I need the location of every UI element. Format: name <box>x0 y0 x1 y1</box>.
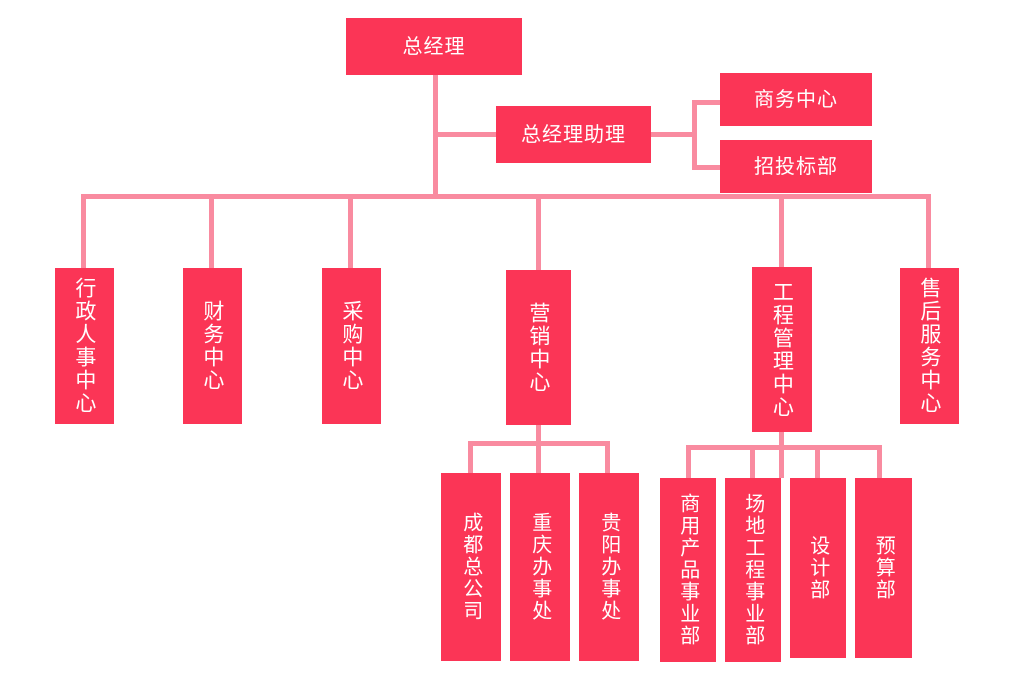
connector-assistant-to-bidding <box>692 165 722 170</box>
connector-drop-budget <box>877 445 882 478</box>
node-guiyang-office[interactable]: 贵阳办事处 <box>579 473 639 661</box>
connector-engineering-bus <box>686 445 882 450</box>
node-engineering-mgmt-center[interactable]: 工程管理中心 <box>752 267 812 432</box>
connector-drop-finance <box>209 194 214 268</box>
node-chengdu-hq[interactable]: 成都总公司 <box>441 473 501 661</box>
node-bidding-dept[interactable]: 招投标部 <box>720 140 872 193</box>
node-commercial-product-div[interactable]: 商用产品事业部 <box>660 478 716 662</box>
node-procurement-center[interactable]: 采购中心 <box>322 268 381 424</box>
connector-drop-guiyang <box>605 441 610 473</box>
node-after-sales-center[interactable]: 售后服务中心 <box>900 268 959 424</box>
node-finance-center[interactable]: 财务中心 <box>183 268 242 424</box>
connector-drop-engineering <box>779 194 784 267</box>
connector-engineering-stem <box>779 432 784 478</box>
connector-main-bus <box>81 194 931 199</box>
connector-drop-design <box>815 445 820 478</box>
connector-gm-to-assistant <box>436 132 498 137</box>
connector-drop-commercial-product <box>686 445 691 478</box>
node-budget-dept[interactable]: 预算部 <box>855 478 912 658</box>
node-admin-hr-center[interactable]: 行政人事中心 <box>55 268 114 424</box>
node-business-center[interactable]: 商务中心 <box>720 73 872 126</box>
connector-assistant-to-business <box>692 100 722 105</box>
connector-marketing-bus <box>468 441 610 446</box>
connector-assistant-out <box>651 132 697 137</box>
node-chongqing-office[interactable]: 重庆办事处 <box>510 473 570 661</box>
connector-drop-after-sales <box>926 194 931 268</box>
connector-marketing-stem <box>536 425 541 473</box>
connector-drop-chengdu <box>468 441 473 473</box>
node-site-engineering-div[interactable]: 场地工程事业部 <box>725 478 781 662</box>
connector-drop-admin-hr <box>81 194 86 268</box>
connector-gm-stem <box>433 75 438 199</box>
node-design-dept[interactable]: 设计部 <box>790 478 846 658</box>
node-general-manager[interactable]: 总经理 <box>346 18 522 75</box>
connector-drop-site-engineering <box>750 445 755 478</box>
connector-drop-marketing <box>536 194 541 270</box>
connector-drop-procurement <box>348 194 353 268</box>
node-marketing-center[interactable]: 营销中心 <box>506 270 571 425</box>
node-gm-assistant[interactable]: 总经理助理 <box>496 106 651 163</box>
connector-assistant-bracket <box>692 100 697 170</box>
